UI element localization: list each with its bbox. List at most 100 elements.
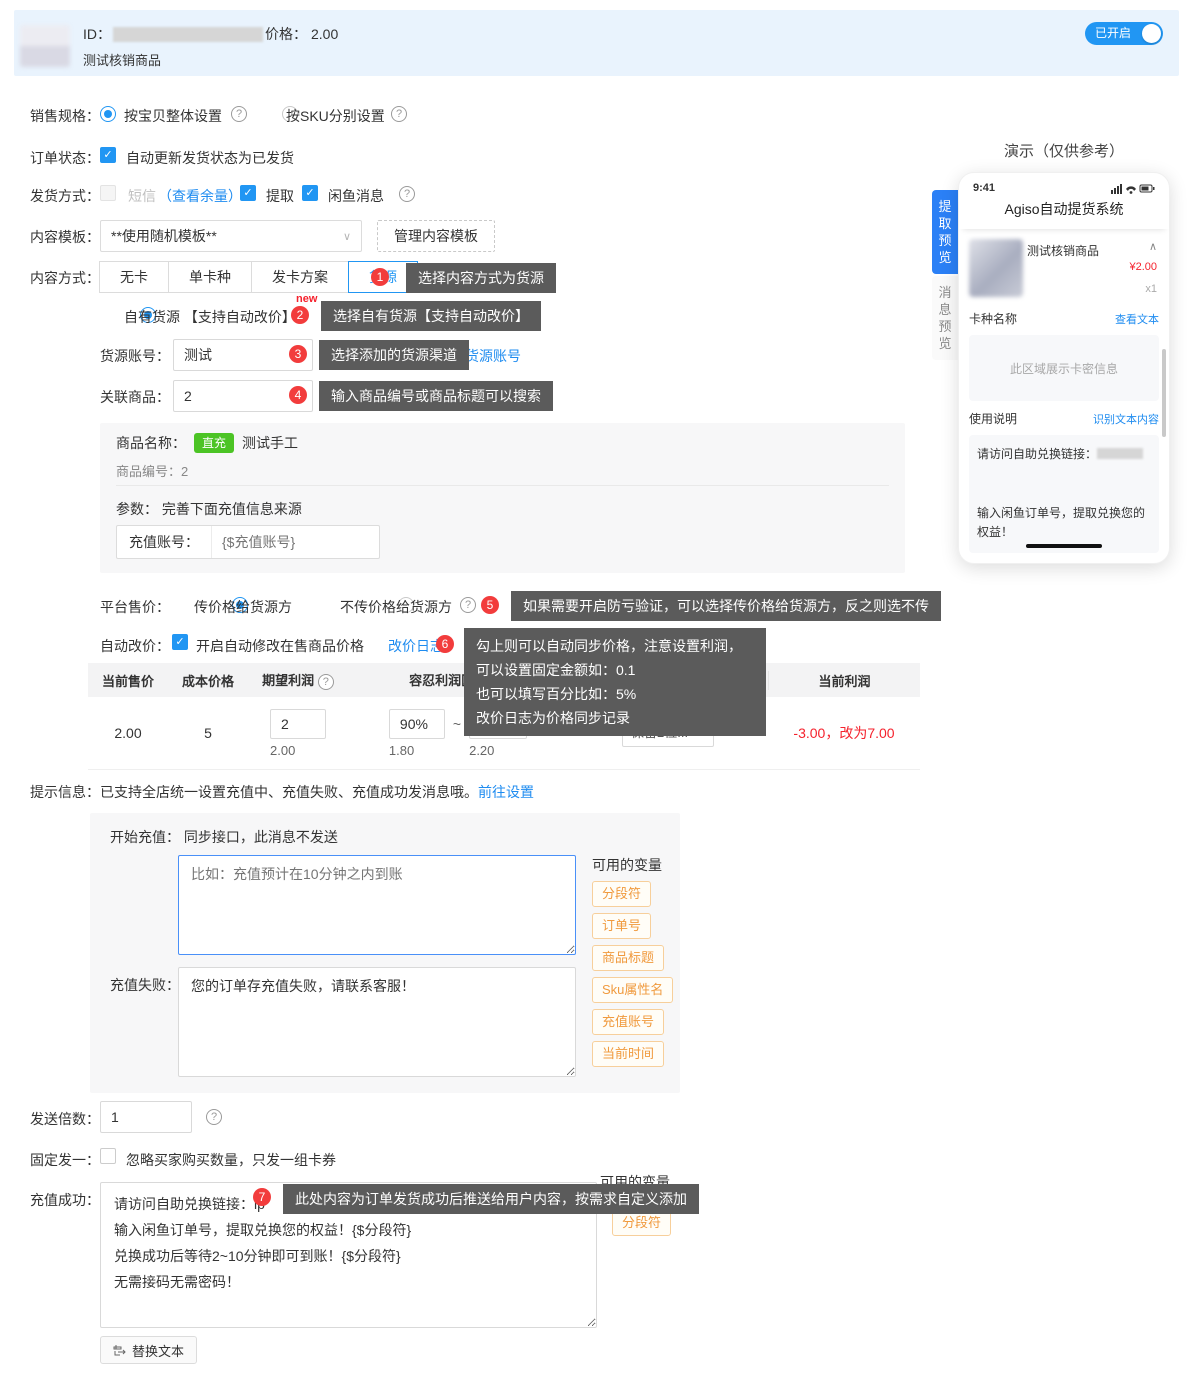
- mode-nocard-button[interactable]: 无卡: [99, 261, 169, 293]
- recharge-type-badge: 直充: [194, 433, 235, 453]
- radio-by-item[interactable]: [100, 106, 116, 122]
- card-secret-panel: 此区域展示卡密信息: [969, 335, 1159, 401]
- replace-text-icon: [113, 1344, 126, 1355]
- fixed-one-text[interactable]: 忽略买家购买数量，只发一组卡券: [126, 1152, 336, 1168]
- reprice-log-link[interactable]: 改价日志: [388, 638, 444, 654]
- product-name-row: 商品名称： 直充 测试手工: [116, 433, 298, 453]
- phone-scrollbar[interactable]: [1162, 349, 1166, 437]
- chevron-up-icon[interactable]: ∧: [1148, 241, 1157, 253]
- delivery-method-label: 发货方式：: [30, 188, 100, 204]
- auto-reprice-checkbox[interactable]: [172, 634, 188, 650]
- variable-tag-order-no[interactable]: 订单号: [592, 913, 652, 939]
- send-multiple-input[interactable]: [100, 1101, 192, 1133]
- recharge-account-group: 充值账号：: [116, 525, 380, 559]
- product-name-label: 商品名称：: [116, 435, 186, 451]
- no-pass-price-label[interactable]: 不传价格给货源方: [340, 599, 452, 615]
- question-icon[interactable]: [231, 106, 247, 122]
- send-multiple-label: 发送倍数：: [30, 1111, 100, 1127]
- tab-message-preview[interactable]: 消息预览: [932, 276, 958, 360]
- replace-text-button[interactable]: 替换文本: [100, 1336, 198, 1364]
- step-badge-4: 4: [289, 386, 307, 404]
- phone-status-bar: 9:41: [959, 173, 1169, 196]
- sms-checkbox[interactable]: [100, 185, 116, 201]
- col-cost: 成本价格: [181, 673, 234, 689]
- auto-reprice-text[interactable]: 开启自动修改在售商品价格: [196, 638, 364, 654]
- xianyu-checkbox[interactable]: [302, 185, 318, 201]
- phone-card-name-row: 卡种名称 查看文本: [969, 310, 1159, 327]
- platform-price-label: 平台售价：: [100, 599, 170, 615]
- recharge-account-input[interactable]: [212, 534, 379, 550]
- variable-tag-separator[interactable]: 分段符: [612, 1210, 672, 1236]
- view-text-link[interactable]: 查看文本: [1115, 313, 1159, 326]
- radio-by-sku-label[interactable]: 按SKU分别设置: [286, 108, 385, 124]
- card-name-label: 卡种名称: [969, 312, 1018, 326]
- pass-price-label[interactable]: 传价格给货源方: [194, 599, 292, 615]
- expect-profit-input[interactable]: [270, 708, 326, 739]
- expect-profit-current: 2.00: [270, 742, 296, 758]
- variable-tag-recharge-account[interactable]: 充值账号: [592, 1009, 665, 1035]
- related-product-label: 关联商品：: [100, 389, 170, 405]
- enabled-toggle[interactable]: 已开启: [1085, 22, 1163, 45]
- variable-tag-current-time[interactable]: 当前时间: [592, 1041, 665, 1067]
- goto-settings-link[interactable]: 前往设置: [478, 784, 534, 800]
- mode-cardplan-button[interactable]: 发卡方案: [251, 261, 349, 293]
- home-indicator: [1026, 544, 1102, 548]
- extract-checkbox[interactable]: [240, 185, 256, 201]
- question-icon[interactable]: [460, 597, 476, 613]
- step-badge-2: 2: [291, 306, 309, 324]
- pass-price-radio[interactable]: [231, 597, 248, 613]
- usage-line2: 输入闲鱼订单号，提取兑换您的权益！: [977, 506, 1146, 539]
- manage-template-button[interactable]: 管理内容模板: [377, 220, 495, 252]
- toggle-label: 已开启: [1095, 26, 1132, 40]
- tooltip-own-source: 选择自有货源【支持自动改价】: [321, 301, 541, 331]
- product-code-row: 商品编号：2: [116, 461, 188, 480]
- params-row: 参数： 完善下面充值信息来源: [116, 499, 302, 519]
- params-label: 参数：: [116, 501, 158, 517]
- template-select[interactable]: **使用随机模板** ∨: [100, 220, 362, 252]
- tooltip-platform-price: 如果需要开启防亏验证，可以选择传价格给货源方，反之则选不传: [511, 591, 941, 621]
- extract-label[interactable]: 提取: [266, 188, 294, 204]
- ocr-text-link[interactable]: 识别文本内容: [1093, 413, 1159, 426]
- fixed-one-checkbox[interactable]: [100, 1148, 116, 1164]
- range-low-input[interactable]: [388, 708, 445, 739]
- tooltip-source-account: 选择添加的货源渠道: [319, 340, 469, 370]
- radio-by-sku[interactable]: [281, 106, 298, 122]
- phone-product-card: 测试核销商品 ∧ ¥2.00 x1: [969, 237, 1159, 301]
- sms-balance-link[interactable]: （查看余量）: [158, 188, 242, 204]
- redacted-link: [1097, 448, 1144, 459]
- tab-extract-preview[interactable]: 提取预览: [932, 190, 958, 274]
- variable-tag-separator[interactable]: 分段符: [592, 881, 652, 907]
- step-badge-5: 5: [481, 596, 499, 614]
- recharge-success-label: 充值成功：: [30, 1192, 100, 1208]
- question-icon[interactable]: [317, 674, 334, 690]
- content-mode-label: 内容方式：: [30, 270, 100, 286]
- current-profit-cell: -3.00，改为7.00: [793, 725, 895, 741]
- auto-reprice-label: 自动改价：: [100, 638, 170, 654]
- step-badge-1: 1: [371, 268, 389, 286]
- variables-title: 可用的变量: [592, 857, 662, 873]
- new-flag: new: [296, 293, 318, 305]
- id-label: ID：: [83, 26, 111, 42]
- sms-label: 短信: [128, 188, 156, 204]
- auto-update-label[interactable]: 自动更新发货状态为已发货: [126, 150, 294, 166]
- status-time: 9:41: [973, 182, 996, 194]
- mode-singlecard-button[interactable]: 单卡种: [168, 261, 252, 293]
- start-recharge-textarea[interactable]: [178, 855, 576, 955]
- product-info-box: 商品名称： 直充 测试手工 商品编号：2 参数： 完善下面充值信息来源 充值账号…: [100, 423, 905, 573]
- variable-tag-product-title[interactable]: 商品标题: [592, 945, 665, 971]
- auto-update-checkbox[interactable]: [100, 147, 116, 163]
- recharge-fail-textarea[interactable]: 您的订单存充值失败，请联系客服！: [178, 967, 576, 1077]
- phone-usage-row: 使用说明 识别文本内容: [969, 410, 1159, 427]
- question-icon[interactable]: [391, 106, 407, 122]
- radio-by-item-label[interactable]: 按宝贝整体设置: [124, 108, 222, 124]
- question-icon[interactable]: [399, 186, 415, 202]
- tip-info-label: 提示信息：: [30, 784, 100, 800]
- xianyu-label[interactable]: 闲鱼消息: [328, 188, 384, 204]
- status-icons: [1111, 183, 1155, 194]
- variable-tag-sku-attr[interactable]: Sku属性名: [592, 977, 674, 1003]
- own-source-radio[interactable]: [139, 307, 156, 323]
- question-icon[interactable]: [206, 1109, 222, 1125]
- source-account-label: 货源账号：: [100, 348, 170, 364]
- own-source-label[interactable]: 自有货源 【支持自动改价】: [124, 309, 296, 325]
- no-pass-price-radio[interactable]: [397, 597, 414, 613]
